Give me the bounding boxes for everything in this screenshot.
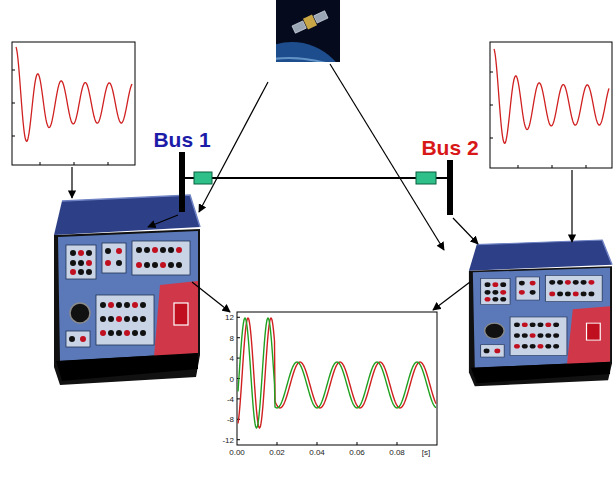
- axis-tick-label: 4: [230, 354, 234, 363]
- illustration-part: [586, 165, 587, 168]
- bus-bar: [447, 160, 453, 215]
- axis-tick-label: 0.04: [309, 448, 325, 457]
- bus-label: Bus 1: [149, 128, 215, 152]
- illustration-part: [74, 162, 75, 165]
- illustration-part: [12, 103, 15, 104]
- breaker-symbol: [194, 172, 212, 184]
- illustration-part: [108, 162, 109, 165]
- test-set: [469, 240, 612, 386]
- illustration-part: [277, 442, 278, 445]
- illustration-part: [314, 11, 328, 23]
- signal-arrows: [72, 64, 572, 312]
- axis-tick-label: 0.00: [229, 448, 245, 457]
- axis-tick-label: 8: [230, 333, 234, 342]
- illustration-part: [237, 337, 240, 338]
- illustration-part: [433, 282, 470, 310]
- axis-tick-label: 0.06: [349, 448, 365, 457]
- illustration-part: [292, 21, 306, 33]
- waveform-trace: [494, 49, 609, 143]
- illustration-part: [237, 317, 240, 318]
- illustration-part: [16, 47, 132, 141]
- bus-node: Bus 1: [149, 128, 215, 212]
- illustration-part: [237, 312, 437, 445]
- satellite-picture: [276, 0, 340, 62]
- illustration-part: [357, 442, 358, 445]
- illustration-part: [40, 162, 41, 165]
- waveform-trace: [16, 47, 132, 141]
- illustration-part: [494, 49, 609, 143]
- illustration-part: [490, 105, 493, 106]
- illustration-part: [148, 215, 178, 227]
- illustration-part: [490, 72, 493, 73]
- bus-bar: [179, 152, 185, 212]
- axis-tick-label: 0.08: [389, 448, 405, 457]
- waveform-chart: [490, 42, 612, 168]
- test-set: [54, 195, 200, 385]
- axis-tick-label: 12: [225, 313, 234, 322]
- bus-node: Bus 2: [417, 136, 483, 215]
- illustration-part: [237, 398, 240, 399]
- illustration-part: [237, 439, 240, 440]
- illustration-part: [12, 136, 15, 137]
- illustration-part: [453, 218, 478, 244]
- waveform-trace: [238, 318, 436, 428]
- waveform-trace: [238, 318, 436, 428]
- illustration-part: [192, 282, 230, 312]
- illustration-part: [276, 42, 340, 62]
- axis-tick-label: [s]: [422, 448, 430, 457]
- illustration-part: [12, 70, 15, 71]
- illustration-part: [552, 165, 553, 168]
- illustration-part: [291, 9, 329, 35]
- transmission-line: [185, 177, 447, 179]
- comparison-chart: [237, 312, 437, 445]
- bus-label: Bus 2: [417, 136, 483, 160]
- illustration-part: [12, 42, 135, 165]
- illustration-part: [276, 58, 336, 62]
- illustration-part: [238, 318, 436, 428]
- illustration-part: [71, 167, 72, 198]
- illustration-part: [317, 442, 318, 445]
- illustration-part: [518, 165, 519, 168]
- illustration-part: [490, 42, 612, 168]
- axis-tick-label: 0: [230, 374, 234, 383]
- axis-tick-label: -4: [227, 394, 234, 403]
- waveform-chart: [12, 42, 135, 165]
- axis-tick-label: 0.02: [269, 448, 285, 457]
- illustration-part: [397, 442, 398, 445]
- breaker-symbol: [416, 172, 436, 184]
- axis-tick-label: -8: [227, 415, 234, 424]
- illustration-part: [490, 138, 493, 139]
- axis-tick-label: -12: [222, 435, 234, 444]
- illustration-part: [571, 170, 572, 242]
